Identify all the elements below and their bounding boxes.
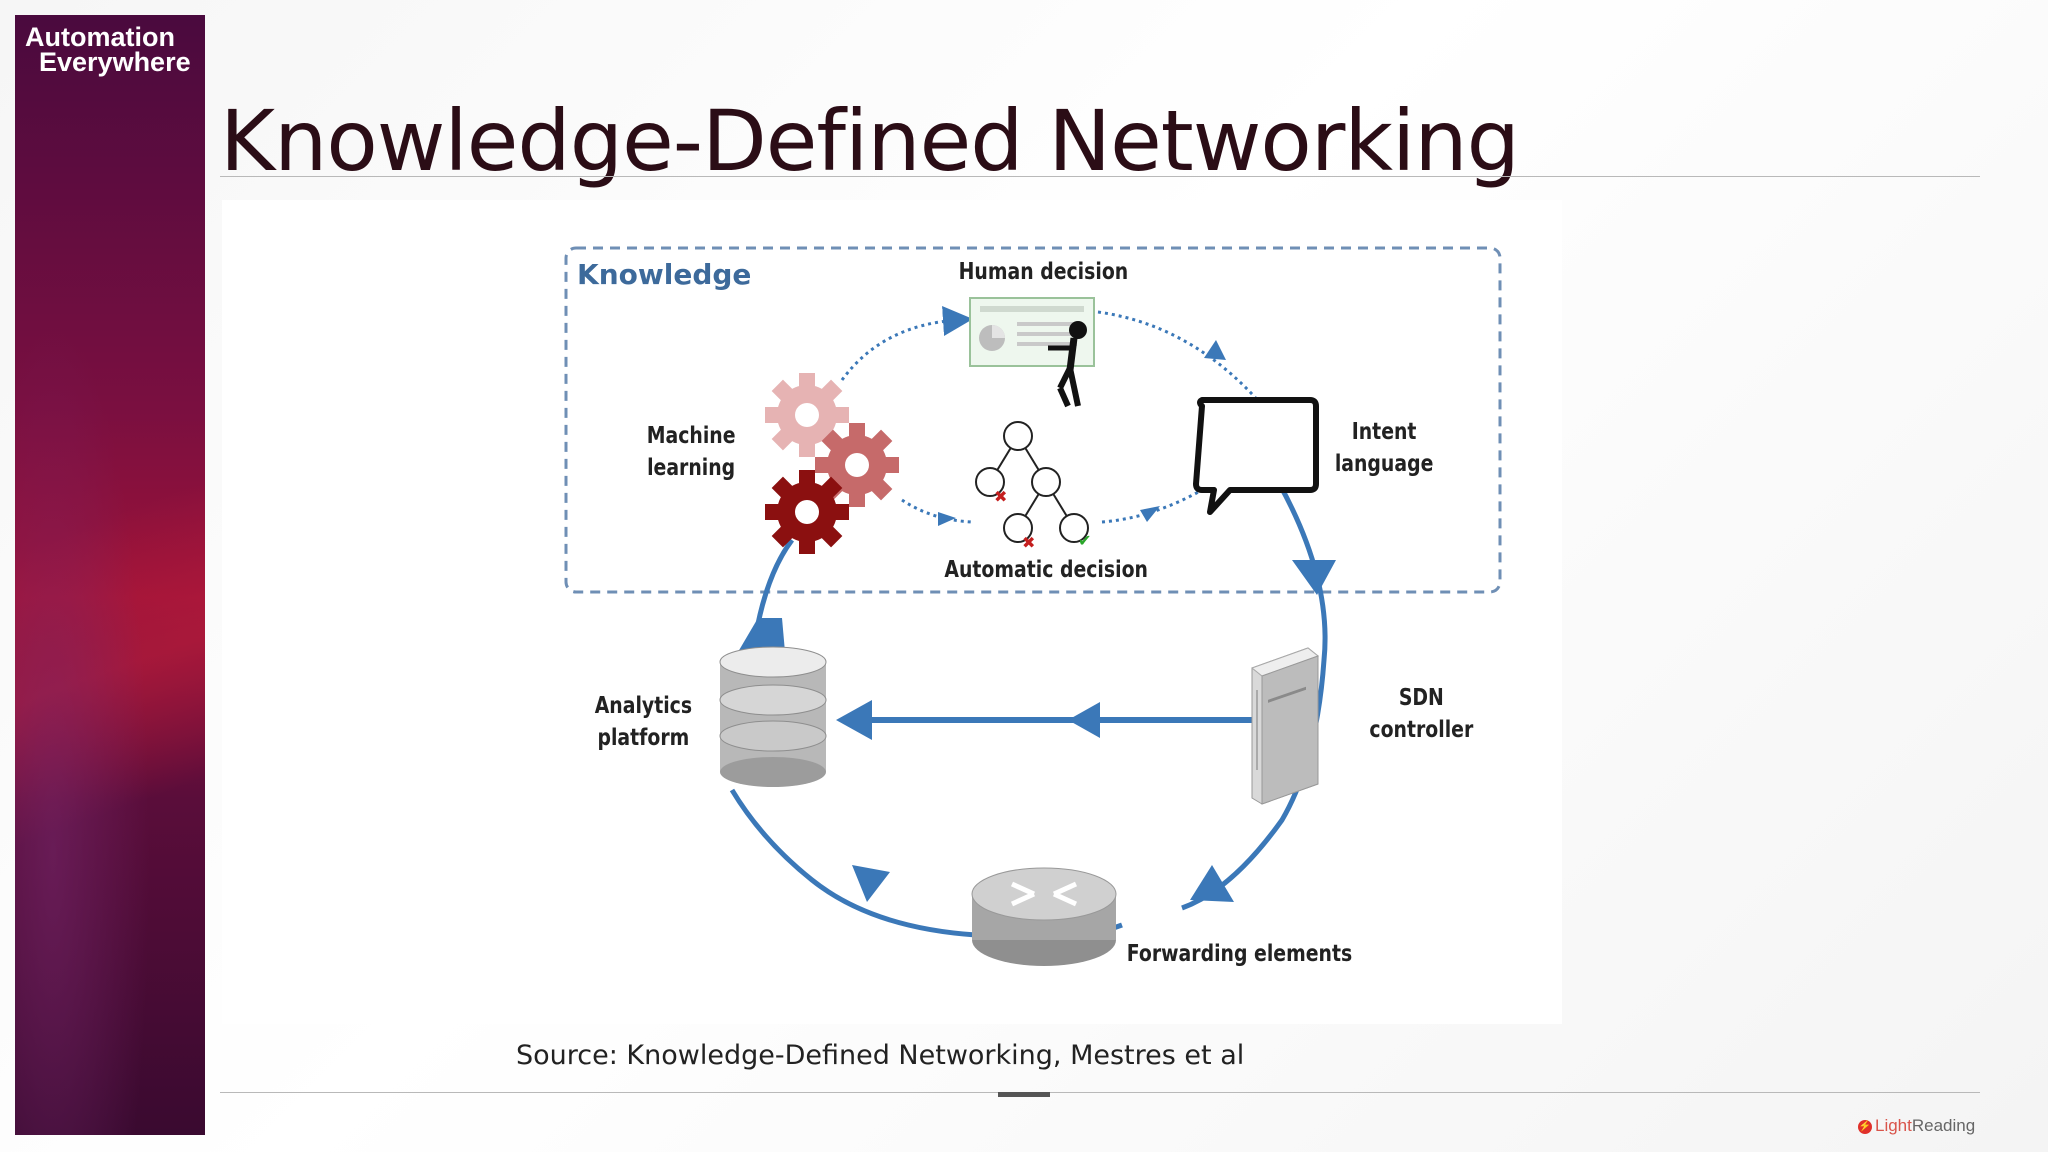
human-decision-label: Human decision <box>958 259 1129 285</box>
source-citation: Source: Knowledge-Defined Networking, Me… <box>516 1040 1245 1071</box>
dotted-ml-to-auto <box>901 498 973 524</box>
lightreading-bolt-icon: ⚡ <box>1858 1119 1872 1134</box>
analytics-platform-line2: platform <box>597 725 690 751</box>
analytics-platform-line1: Analytics <box>594 693 693 719</box>
forwarding-elements-label: Forwarding elements <box>1126 941 1353 967</box>
speech-bubble-icon <box>1193 397 1319 515</box>
arrow-human-to-intent <box>1204 340 1226 360</box>
presenter-icon <box>969 297 1095 408</box>
svg-text:✔: ✔ <box>1078 531 1091 550</box>
dotted-auto-to-intent <box>1101 488 1203 524</box>
footer-divider <box>220 1092 1980 1093</box>
sdn-controller-label: SDN controller <box>1369 682 1473 746</box>
svg-text:✖: ✖ <box>994 487 1007 506</box>
intent-language-label: Intent language <box>1335 416 1434 480</box>
lightreading-logo: ⚡LightReading <box>1858 1116 1975 1136</box>
sdn-controller-line2: controller <box>1369 717 1474 743</box>
arrow-ml-to-auto <box>938 512 956 526</box>
brand-sidebar: Automation Everywhere <box>15 15 205 1135</box>
arrow-bottom-right <box>1190 865 1234 902</box>
svg-text:✖: ✖ <box>1022 533 1035 552</box>
server-icon <box>1250 647 1320 805</box>
knowledge-label: Knowledge <box>577 258 752 291</box>
intent-language-line2: language <box>1334 451 1434 477</box>
database-icon <box>719 646 827 787</box>
slide-indicator <box>998 1092 1050 1097</box>
logo-reading: Reading <box>1911 1116 1976 1135</box>
arrow-right-down <box>1292 560 1336 595</box>
brand-logo: Automation Everywhere <box>25 22 191 77</box>
title-divider <box>220 176 1980 177</box>
loop-arc-bottom-left <box>729 788 977 938</box>
kdn-diagram: ✖ ✖ ✔ <box>222 200 1562 1024</box>
brand-line1: Automation <box>25 22 175 52</box>
brand-line2: Everywhere <box>39 47 191 77</box>
automatic-decision-label: Automatic decision <box>944 557 1148 583</box>
dotted-ml-to-human <box>840 306 973 381</box>
logo-light: Light <box>1875 1116 1912 1135</box>
machine-learning-line2: learning <box>647 455 736 481</box>
slide-title: Knowledge-Defined Networking <box>220 92 1520 190</box>
sdn-controller-line1: SDN <box>1398 685 1444 711</box>
knowledge-plane-box <box>564 246 1502 594</box>
decision-tree-icon: ✖ ✖ ✔ <box>975 421 1091 552</box>
arrow-bottom-left <box>852 865 890 902</box>
machine-learning-label: Machine learning <box>647 420 736 484</box>
intent-language-line1: Intent <box>1351 419 1417 445</box>
arrow-horizontal-end <box>836 700 872 740</box>
arrow-horizontal-mid <box>1068 702 1100 738</box>
arrow-auto-to-intent <box>1140 506 1160 522</box>
arrow-left-up <box>738 618 785 652</box>
diagram-graphics: ✖ ✖ ✔ <box>564 246 1502 966</box>
analytics-platform-label: Analytics platform <box>595 690 692 754</box>
gear-icon <box>765 373 899 554</box>
machine-learning-line1: Machine <box>646 423 736 449</box>
router-icon <box>971 867 1117 966</box>
dotted-human-to-intent <box>1097 310 1264 406</box>
